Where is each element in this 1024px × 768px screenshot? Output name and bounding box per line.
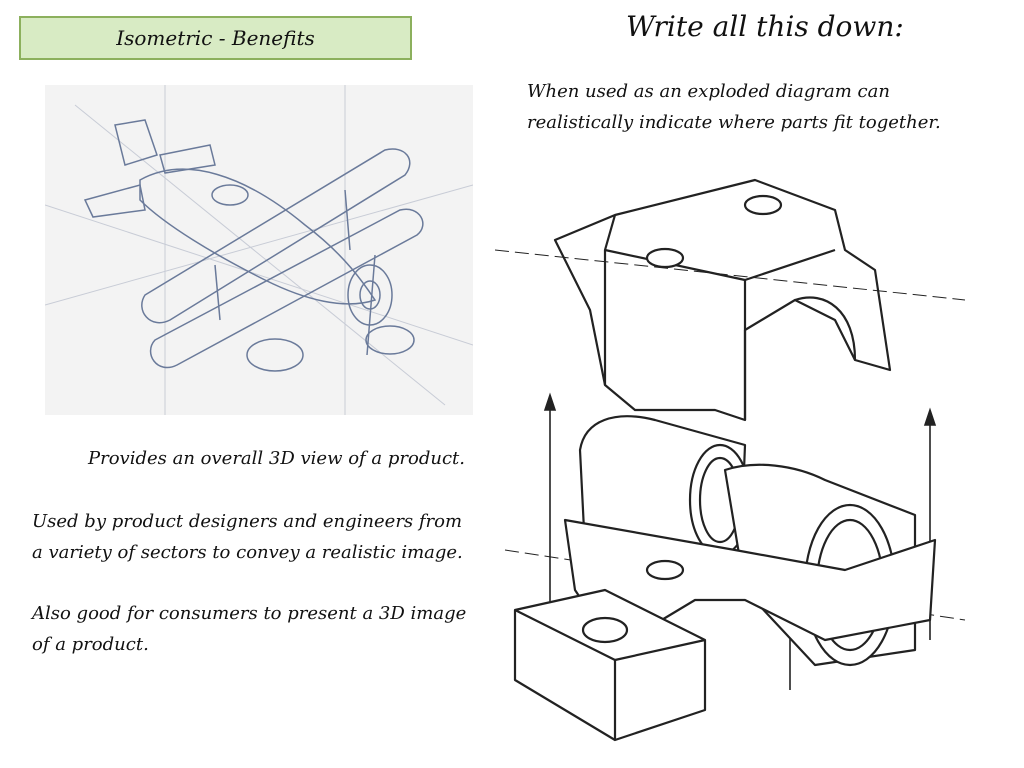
slide-title: Isometric - Benefits <box>116 26 315 50</box>
overall-3d-view-note: Provides an overall 3D view of a product… <box>88 448 465 469</box>
exploded-bearing-block-icon <box>495 178 966 742</box>
biplane-sketch-icon <box>45 85 473 415</box>
exploded-diagram-note: When used as an exploded diagram can rea… <box>527 81 941 133</box>
biplane-sketch-image <box>45 85 473 415</box>
designers-note: Used by product designers and engineers … <box>32 511 463 563</box>
slide-title-box: Isometric - Benefits <box>19 16 412 60</box>
consumers-note: Also good for consumers to present a 3D … <box>32 603 467 655</box>
exploded-bearing-sketch-image <box>495 170 975 750</box>
write-heading: Write all this down: <box>626 10 904 43</box>
